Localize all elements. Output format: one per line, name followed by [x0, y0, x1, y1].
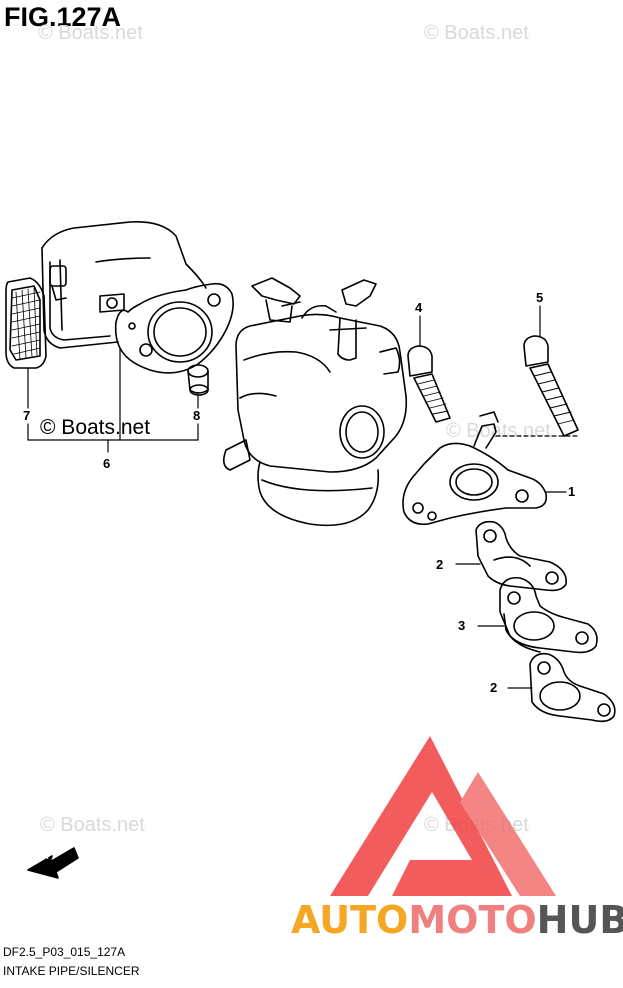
footer-name: INTAKE PIPE/SILENCER	[3, 964, 140, 978]
callout-1: 1	[568, 484, 576, 499]
logo-part-hub: HUB	[536, 898, 623, 942]
callout-7: 7	[23, 408, 31, 423]
bolt-part-4	[407, 345, 451, 423]
callout-4: 4	[415, 300, 423, 315]
watermark: © Boats.net	[424, 22, 529, 44]
logo-mark-icon	[330, 736, 556, 896]
watermark: © Boats.net	[40, 814, 145, 836]
collar-part	[187, 364, 209, 396]
callout-5: 5	[536, 290, 544, 305]
bolt-part-5	[523, 335, 579, 437]
carburetor-part	[222, 277, 408, 527]
figure-title: FIG.127A	[4, 2, 122, 32]
callout-3: 3	[458, 618, 466, 633]
callout-8: 8	[193, 408, 201, 423]
logo-part-auto: AUTO	[291, 898, 409, 942]
fwd-arrow-icon	[27, 847, 79, 879]
intake-pipe-part	[402, 411, 548, 526]
callout-2: 2	[436, 557, 444, 572]
gasket-part-lower	[529, 652, 616, 723]
footer-code: DF2.5_P03_015_127A	[3, 945, 126, 959]
logo-wordmark: AUTOMOTOHUB	[291, 898, 623, 942]
mesh-screen-part	[5, 277, 47, 369]
logo-part-moto: MOTO	[408, 898, 537, 942]
gasket-part-upper	[475, 520, 567, 592]
insulator-part	[499, 576, 598, 654]
watermark: © Boats.net	[38, 22, 143, 44]
silencer-part	[41, 220, 234, 374]
center-watermark: © Boats.net	[40, 416, 151, 439]
callout-2: 2	[490, 680, 498, 695]
callout-6: 6	[103, 456, 111, 471]
